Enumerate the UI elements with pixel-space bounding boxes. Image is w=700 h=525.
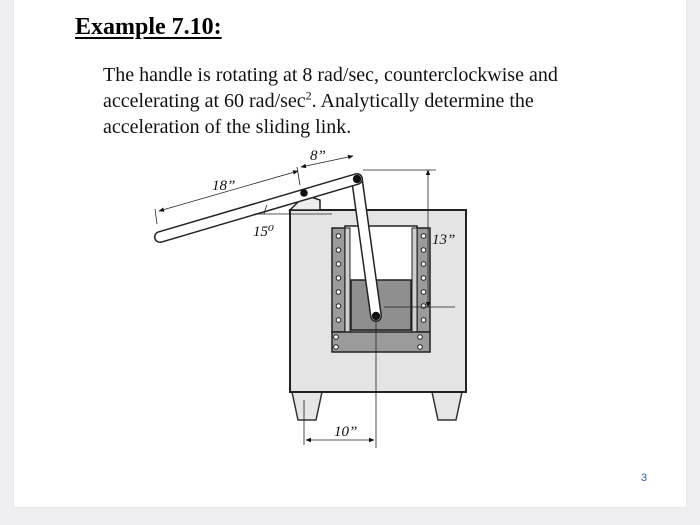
mechanism-diagram: 18” 8” 15⁰ 13” 10”	[154, 148, 467, 448]
crank-pin	[352, 174, 362, 184]
sliding-link	[350, 279, 412, 331]
problem-line-3: acceleration of the sliding link.	[103, 116, 352, 138]
dim-angle: 15⁰	[253, 224, 274, 240]
coupler-link	[352, 175, 381, 321]
page-number: 3	[641, 472, 648, 484]
problem-line-1: The handle is rotating at 8 rad/sec, cou…	[103, 64, 558, 86]
slide-title: Example 7.10:	[75, 14, 222, 40]
superscript-squared: 2	[305, 88, 312, 103]
rail-bolts	[335, 233, 427, 323]
left-leg	[291, 391, 323, 421]
right-leg	[431, 391, 463, 421]
problem-statement: The handle is rotating at 8 rad/sec, cou…	[103, 62, 663, 140]
ground-pivot	[300, 189, 308, 197]
dim-width: 10”	[334, 424, 357, 440]
problem-line-2b: . Analytically determine the	[311, 90, 534, 112]
problem-line-2a: accelerating at 60 rad/sec	[103, 90, 306, 112]
dim-handle-length: 18”	[212, 178, 235, 194]
base-plate	[331, 331, 431, 353]
dim-link-offset: 8”	[310, 148, 326, 164]
dim-height: 13”	[432, 232, 455, 248]
slide: Example 7.10: The handle is rotating at …	[14, 0, 686, 507]
